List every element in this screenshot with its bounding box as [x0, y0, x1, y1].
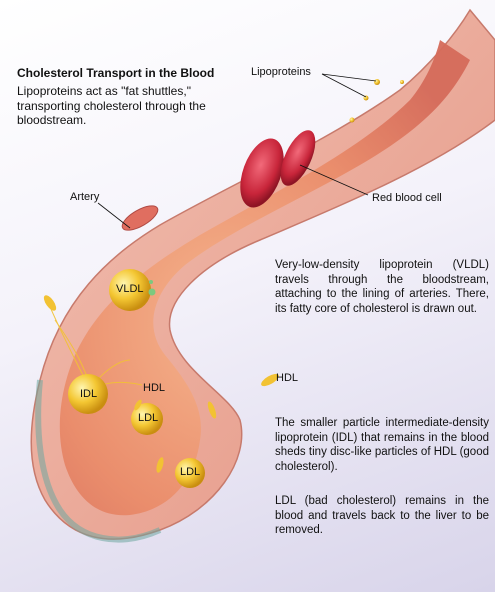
red-blood-cell-1 — [240, 138, 284, 208]
vldl-attach-2 — [149, 280, 153, 284]
lipoprotein-dot-3 — [349, 117, 355, 123]
vldl-attach-1 — [148, 288, 156, 296]
hdl-disc-1 — [43, 295, 57, 311]
hdl-disc-4 — [156, 457, 164, 473]
page-title: Cholesterol Transport in the Blood — [17, 66, 215, 80]
lipoprotein-dot-1 — [374, 79, 380, 85]
ldl-particle-2 — [175, 458, 205, 488]
ldl-description: LDL (bad cholesterol) remains in the blo… — [275, 495, 489, 537]
lipoproteins-leader-2 — [321, 73, 367, 98]
vldl-description: Very-low-density lipoprotein (VLDL) trav… — [275, 259, 489, 315]
red-blood-cell-2 — [280, 130, 316, 186]
intro-text: Lipoproteins act as "fat shuttles," tran… — [17, 84, 206, 127]
artery-leader — [97, 202, 131, 229]
lipoprotein-dot-4 — [400, 80, 404, 84]
artery-rim — [35, 379, 162, 543]
vldl-label: VLDL — [116, 283, 144, 295]
artery-wall-patch — [121, 205, 159, 231]
ldl-particle-1 — [131, 403, 163, 435]
artery-lumen — [59, 40, 470, 516]
lipoproteins-leader-1 — [321, 73, 377, 82]
ldl-label-1: LDL — [138, 412, 159, 424]
idl-label: IDL — [80, 388, 98, 400]
hdl-label-1: HDL — [143, 382, 166, 394]
rbc-leader — [299, 164, 369, 196]
vldl-particle — [109, 269, 151, 311]
idl-description: The smaller particle intermediate-densit… — [275, 417, 489, 473]
callout-red-blood-cell: Red blood cell — [372, 192, 442, 204]
callout-lipoproteins: Lipoproteins — [251, 66, 311, 78]
hdl-disc-3 — [207, 401, 217, 419]
hdl-disc-5 — [134, 399, 142, 411]
ldl-label-2: LDL — [180, 466, 201, 478]
hdl-disc-2 — [261, 373, 279, 387]
hdl-label-2: HDL — [276, 372, 299, 384]
idl-particle — [68, 374, 108, 414]
callout-artery: Artery — [70, 191, 100, 203]
